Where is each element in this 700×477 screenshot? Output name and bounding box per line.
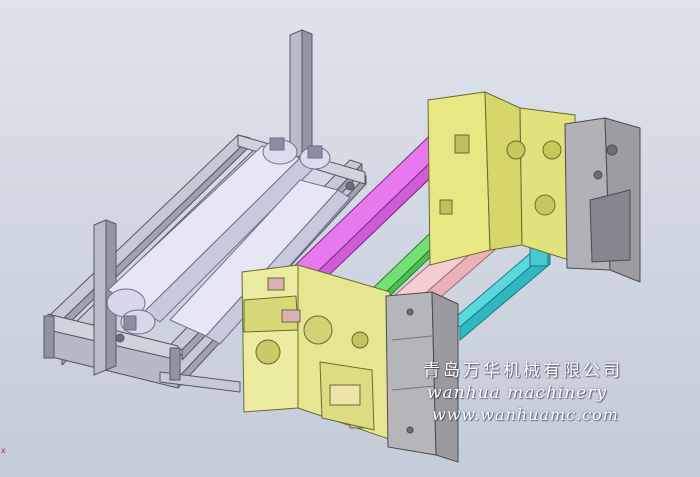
watermark-company-en: wanhua machinery [427,383,607,403]
watermark-website: www.wanhuamc.com [432,405,619,424]
front-frame [241,264,393,441]
front-grey-plate [385,291,459,463]
watermark-company-cn: 青岛万华机械有限公司 [423,361,623,381]
corner-mark: x [1,446,6,455]
vertical-posts [93,29,313,376]
back-grey-plate [564,117,641,283]
back-frame [427,91,576,266]
